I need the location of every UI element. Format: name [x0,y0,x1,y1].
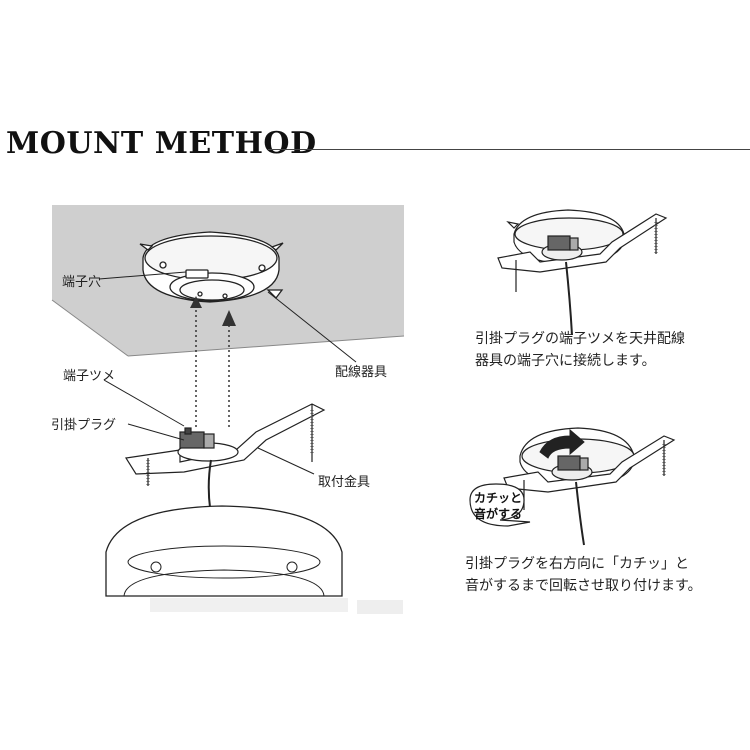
rotate-arrow [539,428,585,459]
step2-caption: 引掛プラグを右方向に「カチッ」と 音がするまで回転させ取り付けます。 [465,553,702,597]
step1-power-cord [565,261,573,336]
label-terminal-claw: 端子ツメ [63,369,116,384]
label-terminal-hole: 端子穴 [62,275,102,290]
leader-hook-plug [127,423,185,441]
leader-terminal-hole [98,271,187,280]
leader-terminal-claw [103,379,185,427]
guide-arrow-up [222,310,236,326]
leader-wiring-fixture [267,291,357,363]
step2-caption-line: 音がするまで回転させ取り付けます。 [465,578,702,594]
label-hook-plug: 引掛プラグ [51,418,117,433]
step2-mounting-bracket [503,435,676,493]
leader-mounting-bracket [257,447,315,475]
step1-mounting-bracket [497,213,668,273]
step1-caption-line: 引掛プラグの端子ツメを天井配線 [475,331,685,347]
label-wiring-fixture: 配線器具 [335,365,388,380]
title-divider [268,149,750,150]
step2-power-cord [575,481,585,546]
label-mounting-bracket: 取付金具 [318,475,371,490]
step2-caption-line: 引掛プラグを右方向に「カチッ」と [465,556,689,572]
step1-caption: 引掛プラグの端子ツメを天井配線 器具の端子穴に接続します。 [475,328,685,372]
bubble-line: 音がする [473,507,522,521]
step1-caption-line: 器具の端子穴に接続します。 [475,353,656,369]
page-title: MOUNT METHOD [6,126,317,161]
wiring-fixture [139,231,284,303]
ceiling-edge [127,335,405,357]
hook-plug [177,427,239,462]
lamp-shade [105,505,403,614]
click-sound-bubble-text: カチッと 音がする [472,490,524,522]
step2-hook-plug [557,455,581,471]
click-sound-bubble [469,483,531,527]
ceiling-edge [51,299,129,357]
guide-arrow-up [190,296,202,308]
bubble-line: カチッと [473,491,522,505]
